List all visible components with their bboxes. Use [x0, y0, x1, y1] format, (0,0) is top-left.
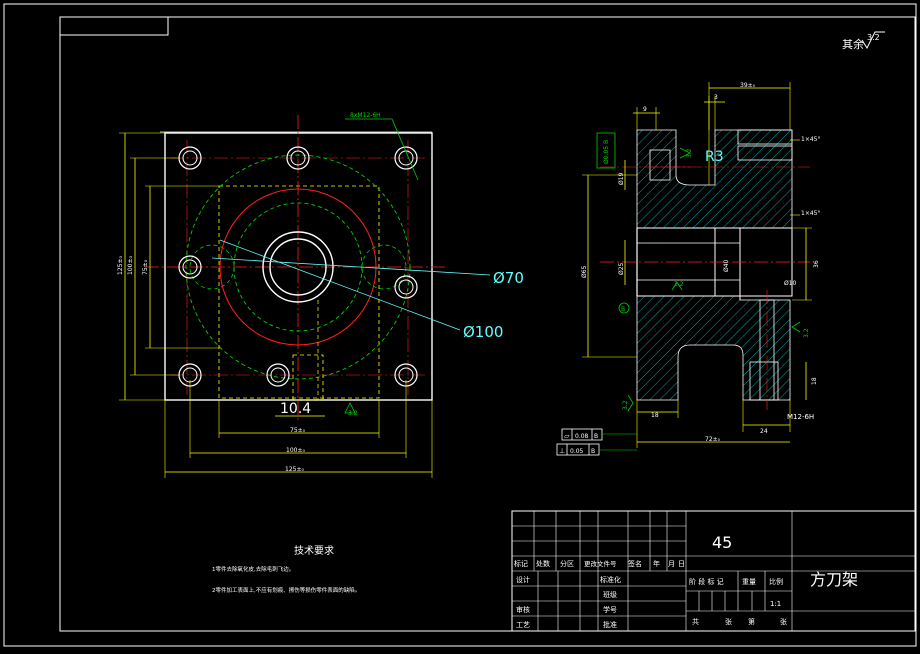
roughness-c: 3.2 — [803, 328, 810, 338]
dim-phi70: Ø70 — [493, 269, 524, 287]
surface-finish-note: 其余 3.2 — [842, 31, 885, 51]
outer-frame — [3, 3, 917, 647]
dim-height-75: 75±₀ — [142, 259, 149, 275]
mid-approve: 批准 — [603, 620, 617, 629]
dim-r3: R3 — [705, 149, 724, 165]
dim-width-75: 75±₀ — [290, 427, 306, 434]
code-box — [59, 16, 169, 36]
surface-finish-value: 3.2 — [867, 33, 880, 42]
dim-3: 3 — [714, 94, 718, 101]
weight-label: 重量 — [742, 578, 756, 586]
dim-18-right: 18 — [811, 377, 818, 385]
mid-class: 班级 — [603, 590, 617, 599]
hdr-mark: 标记 — [514, 559, 528, 568]
dim-phi65: Ø65 — [581, 265, 588, 278]
scale-value: 1:1 — [770, 600, 781, 608]
roughness-symbol-icon — [679, 147, 691, 159]
scale-label: 比例 — [769, 577, 783, 586]
gdt-perpendicularity: ⊥ 0.05 B — [556, 443, 637, 456]
dim-18-bottom: 18 — [651, 412, 659, 419]
dim-phi10: Ø10 — [784, 280, 797, 287]
datum-b-marker — [618, 302, 630, 314]
dim-phi25: Ø25 — [618, 262, 625, 275]
title-block: 标记 处数 分区 更改文件号 签名 年 月 日 设计 审核 工艺 标准化 班级 … — [511, 510, 916, 632]
hdr-zone: 分区 — [560, 559, 574, 568]
gdt-perp-symbol: ⊥ — [559, 447, 565, 455]
roughness-d: 3.2 — [622, 400, 629, 410]
tech-req-line-1: 1零件去除氧化皮,去除毛刺飞边。 — [212, 565, 294, 573]
roughness-symbol-icon — [861, 31, 885, 50]
mid-id: 学号 — [603, 605, 617, 614]
dim-phi19: Ø19 — [618, 172, 625, 185]
material: 45 — [712, 533, 732, 552]
thread-m12: M12-6H — [787, 413, 814, 421]
sheet-unit-2: 张 — [780, 617, 787, 626]
roughness-symbol-icon — [671, 281, 683, 291]
chamfer-mid: 1×45° — [801, 210, 820, 217]
hdr-day: 日 — [678, 560, 685, 568]
part-name: 方刀架 — [810, 570, 858, 589]
row-process: 工艺 — [516, 621, 530, 629]
datum-label: B — [621, 306, 625, 313]
hdr-year: 年 — [653, 559, 660, 568]
chamfer-top: 1×45° — [801, 136, 820, 143]
hdr-month: 月 — [668, 560, 675, 568]
gdt-flatness: ▱ 0.08 B — [561, 428, 637, 441]
tolerance-box: Ø0.05 B — [603, 140, 610, 164]
hdr-count: 处数 — [536, 559, 550, 568]
dim-bottom-104: 10.4 — [280, 401, 311, 417]
thread-callout: 8xM12-6H — [350, 112, 381, 119]
sheet-unit-1: 张 — [725, 617, 732, 626]
gdt-perp-datum: B — [591, 448, 595, 455]
dim-phi40: Ø40 — [723, 259, 730, 272]
mid-standard: 标准化 — [600, 575, 621, 584]
row-review: 审核 — [516, 605, 530, 614]
tech-req-title: 技术要求 — [294, 544, 334, 557]
gdt-flatness-value: 0.08 — [575, 433, 589, 440]
sheet-total: 共 — [692, 617, 699, 626]
surface-finish-prefix: 其余 — [842, 37, 864, 51]
roughness-front: 3.2 — [348, 410, 358, 417]
dim-24: 24 — [760, 428, 768, 435]
stage-mark: 阶 段 标 记 — [689, 577, 724, 586]
roughness-symbol-icon — [791, 321, 801, 333]
gdt-flatness-symbol: ▱ — [564, 432, 570, 440]
gdt-perp-value: 0.05 — [570, 448, 584, 455]
dim-72: 72±₀ — [705, 436, 721, 443]
dim-39: 39±₀ — [740, 82, 756, 89]
roughness-b: 3.2 — [674, 281, 684, 288]
dim-phi100: Ø100 — [463, 323, 503, 341]
tech-requirements: 技术要求 1零件去除氧化皮,去除毛刺飞边。 2零件加工表面上,不应有划痕、擦伤等… — [212, 544, 360, 594]
roughness-a: 3.2 — [686, 148, 693, 158]
roughness-symbol-icon — [344, 402, 356, 414]
hdr-sign: 签名 — [628, 559, 642, 568]
dim-width-100: 100±₀ — [286, 447, 305, 454]
front-view: 8xM12-6H Ø70 Ø100 125±₀ 100±₀ 75±₀ 10.4 … — [117, 112, 524, 478]
section-view: 39±₀ 9 3 R3 1×45° 1×45° Ø65 Ø19 Ø25 Ø40 … — [556, 82, 820, 456]
drawing-border — [59, 16, 916, 632]
plate-outline — [164, 132, 433, 401]
dim-9: 9 — [643, 106, 647, 113]
sheet-no: 第 — [748, 617, 755, 626]
row-design: 设计 — [516, 575, 530, 584]
gdt-flatness-datum: B — [594, 433, 598, 440]
dim-height-100: 100±₀ — [127, 256, 134, 275]
dim-width-125: 125±₀ — [285, 466, 304, 473]
dim-height-125: 125±₀ — [117, 256, 124, 275]
tech-req-line-2: 2零件加工表面上,不应有划痕、擦伤等损伤零件表面的缺陷。 — [212, 586, 360, 594]
roughness-symbol-icon — [627, 394, 634, 412]
dim-36: 36 — [813, 260, 820, 268]
hdr-change-doc: 更改文件号 — [584, 559, 617, 568]
